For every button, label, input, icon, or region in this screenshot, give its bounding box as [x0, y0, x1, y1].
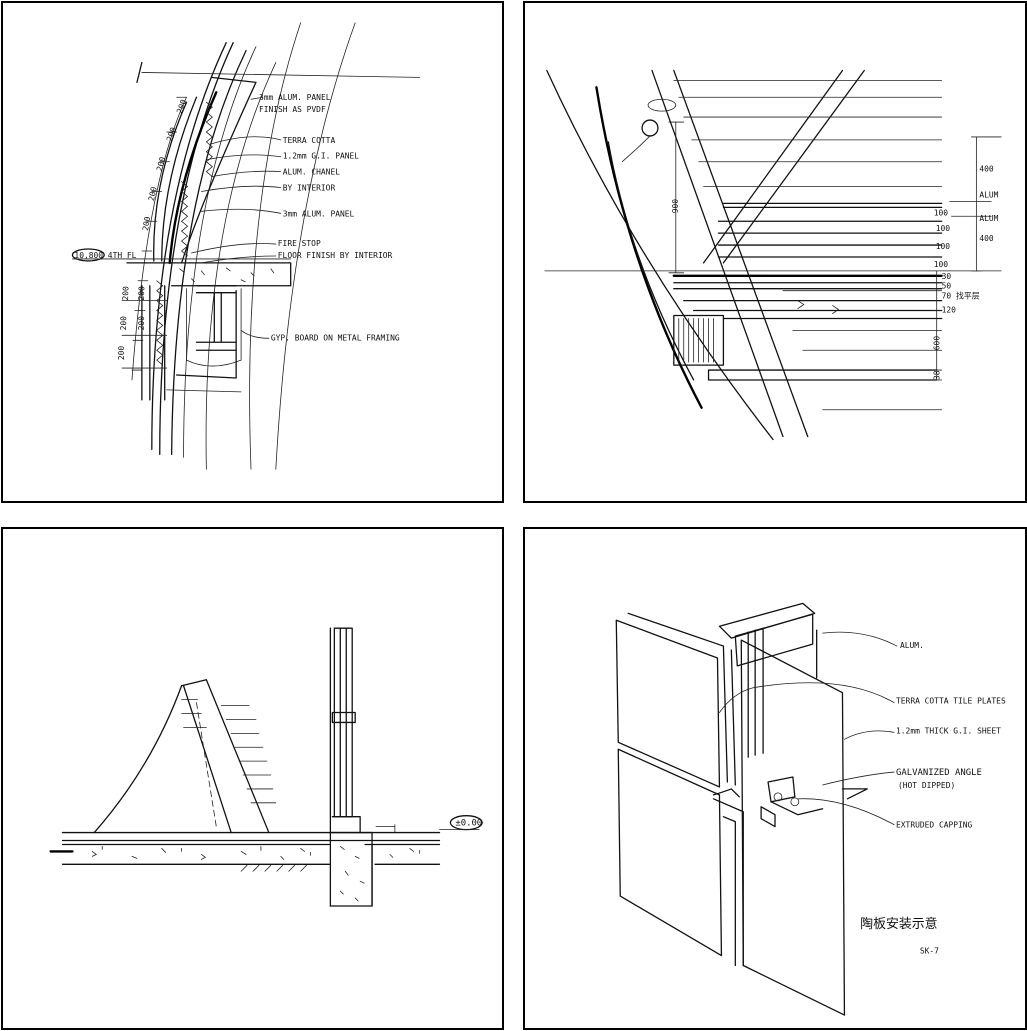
wall-section-drawing: 3mm ALUM. PANEL FINISH AS PVDF TERRA COT…	[71, 22, 421, 470]
dim-label: 100	[934, 260, 949, 269]
label-gyp-board: GYP. BOARD ON METAL FRAMING	[271, 333, 400, 342]
label-finish-pvdf: FINISH AS PVDF	[259, 105, 326, 114]
dim-label: 200	[117, 346, 126, 361]
terracotta-isometric-drawing: ALUM. TERRA COTTA TILE PLATES 1.2mm THIC…	[615, 602, 1006, 1016]
dim-label: 100	[936, 242, 951, 251]
dim-label: 200	[165, 126, 178, 143]
dim-label: 38	[933, 370, 942, 380]
dim-label: 400	[979, 165, 994, 174]
dim-label: 200	[119, 316, 128, 331]
base-section-drawing: ±0.00	[49, 627, 483, 907]
canopy-section-drawing: 900 400 ALUM ALUM 100 100 100 400 100 30…	[544, 69, 1002, 441]
dim-label: 200	[155, 156, 167, 172]
dimension-labels-right: 400 ALUM ALUM 100 100 100 400 100 30 50 …	[933, 165, 999, 380]
label-alum-panel: 3mm ALUM. PANEL	[259, 93, 331, 102]
sketch-base-section: ±0.00	[1, 527, 504, 1030]
label-gi-panel: 1.2mm G.I. PANEL	[283, 152, 360, 161]
label-alum: ALUM.	[900, 641, 924, 650]
drawing-caption: 陶板安装示意	[860, 916, 937, 932]
dimension-labels: 200 200 200 200 200 200 200 200 200 200	[117, 98, 188, 360]
dim-label: 200	[141, 216, 152, 232]
level-tag: ±0.00	[455, 819, 482, 829]
sketch-terracotta-isometric: ALUM. TERRA COTTA TILE PLATES 1.2mm THIC…	[523, 527, 1027, 1030]
dim-vertical: 900	[671, 199, 680, 214]
label-hot-dipped: (HOT DIPPED)	[898, 781, 955, 790]
dim-label: ALUM	[979, 190, 998, 199]
sketch-wall-section: 3mm ALUM. PANEL FINISH AS PVDF TERRA COT…	[1, 1, 504, 503]
dim-label: 200	[137, 316, 146, 331]
dim-label: 200	[137, 286, 147, 301]
level-tag: 10,800 4TH FL	[74, 251, 136, 260]
dim-label: ALUM	[979, 214, 998, 223]
dim-label: 100	[936, 224, 951, 233]
dim-label: 200	[121, 286, 131, 301]
dim-label: 600	[933, 336, 942, 351]
label-by-interior: BY INTERIOR	[283, 183, 336, 192]
label-alum-channel: ALUM. CHANEL	[283, 168, 340, 177]
dim-label: 30	[942, 272, 952, 281]
label-alum-panel-2: 3mm ALUM. PANEL	[283, 209, 355, 218]
label-gi-sheet: 1.2mm THICK G.I. SHEET	[896, 726, 1001, 735]
dim-label: 400	[979, 234, 994, 243]
label-floor-finish: FLOOR FINISH BY INTERIOR	[278, 251, 393, 260]
dim-label: 200	[147, 186, 159, 202]
label-terra-cotta-tile: TERRA COTTA TILE PLATES	[896, 697, 1006, 706]
dim-label: 70 找平层	[942, 291, 980, 301]
sketch-canopy-section: 900 400 ALUM ALUM 100 100 100 400 100 30…	[523, 1, 1027, 503]
dim-label: 100	[934, 208, 949, 217]
label-terra-cotta: TERRA COTTA	[283, 136, 336, 145]
dim-label: 50	[942, 282, 952, 291]
label-extruded-capping: EXTRUDED CAPPING	[896, 821, 973, 830]
label-galvanized-angle: GALVANIZED ANGLE	[896, 768, 982, 778]
sheet-number: SK-7	[920, 947, 939, 956]
dim-label: 200	[175, 98, 188, 115]
dim-label: 120	[942, 306, 957, 315]
label-fire-stop: FIRE STOP	[278, 239, 321, 248]
